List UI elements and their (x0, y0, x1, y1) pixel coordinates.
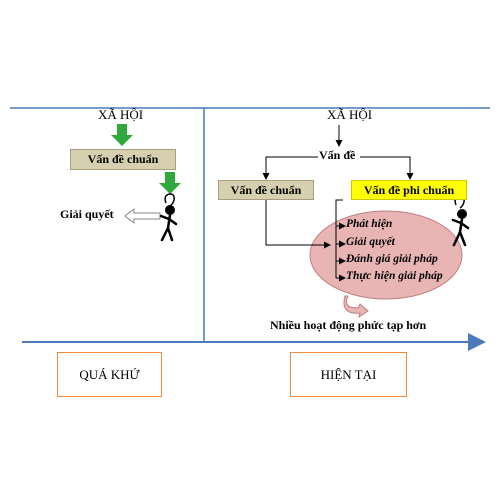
green-down-arrow-icon (111, 124, 133, 146)
connector (335, 199, 343, 278)
problem-label: Vấn đề (319, 148, 356, 162)
connector (360, 156, 414, 180)
thinking-stick-figure-icon (159, 193, 178, 242)
standard-problem-box: Vấn đề chuẩn (218, 180, 314, 200)
connector (265, 200, 331, 249)
society-label: XÃ HỘI (98, 107, 144, 122)
past-box: QUÁ KHỨ (57, 352, 162, 397)
step-item: Đánh giá giải pháp (346, 253, 438, 265)
solve-label: Giải quyết (60, 207, 114, 221)
step-item: Thực hiện giải pháp (346, 270, 443, 282)
steps-ellipse (309, 210, 463, 300)
curved-arrow-icon (343, 295, 369, 319)
society-label: XÃ HỘI (327, 107, 373, 122)
step-item: Phát hiện (346, 218, 393, 230)
standard-problem-box: Vấn đề chuẩn (70, 149, 176, 170)
connector (262, 156, 318, 180)
hollow-left-arrow-icon (124, 207, 161, 225)
note-label: Nhiều hoạt động phức tạp hơn (270, 318, 427, 332)
present-box: HIỆN TẠI (290, 352, 407, 397)
step-item: Giải quyết (346, 236, 395, 248)
green-down-arrow-icon (159, 172, 181, 194)
nonstandard-problem-box: Vấn đề phi chuẩn (351, 180, 467, 200)
